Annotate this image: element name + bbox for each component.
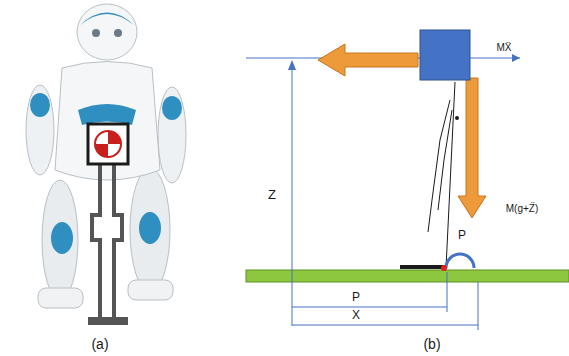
dimension-label: X [350,309,362,322]
extension-line [447,272,448,312]
angle-arc [446,254,474,268]
robot-arm [158,87,186,183]
pendulum-foot [88,317,128,325]
robot-torso [55,62,160,181]
robot-figure [26,4,186,308]
gravity-force-arrow [458,78,486,218]
pendulum-leg [428,100,452,232]
dimension-label: P [350,291,362,304]
robot-arm [26,85,54,175]
model-diagram [246,30,569,330]
axis-label: Z [266,188,278,202]
robot-foot [128,280,173,300]
dimension-line [292,307,447,308]
com-symbol [95,131,121,157]
angle-label: P [456,229,468,242]
panel-label: (b) [421,337,442,352]
robot-eye [92,29,100,37]
mass-box [88,124,128,164]
robot-head-top [80,13,134,26]
pendulum-leg [92,165,122,318]
mass-box [420,30,470,80]
extension-line [478,282,479,330]
force-label: MẌ [495,42,514,53]
robot-left-leg [42,180,78,300]
z-axis [292,68,293,326]
com-quadrants [95,131,121,157]
robot-chest [78,104,136,125]
arrowhead [512,54,520,62]
panel-label: (a) [89,337,110,352]
zmp-dot [441,265,447,271]
foot [400,265,446,269]
robot-knee [51,222,73,254]
joint-dot [455,116,459,120]
dimension-line [292,325,478,326]
robot-right-leg [130,168,170,292]
robot-head [77,4,137,60]
pendulum-overlay [88,124,128,325]
robot-knee [139,212,161,244]
robot-foot [38,288,83,308]
robot-eye [114,29,122,37]
ground [246,270,569,282]
robot-shoulder [162,96,182,120]
inertial-force-arrow [318,44,418,76]
robot-shoulder [30,93,50,117]
arrowhead [288,60,296,70]
force-label: M(g+Z̈) [504,203,541,214]
